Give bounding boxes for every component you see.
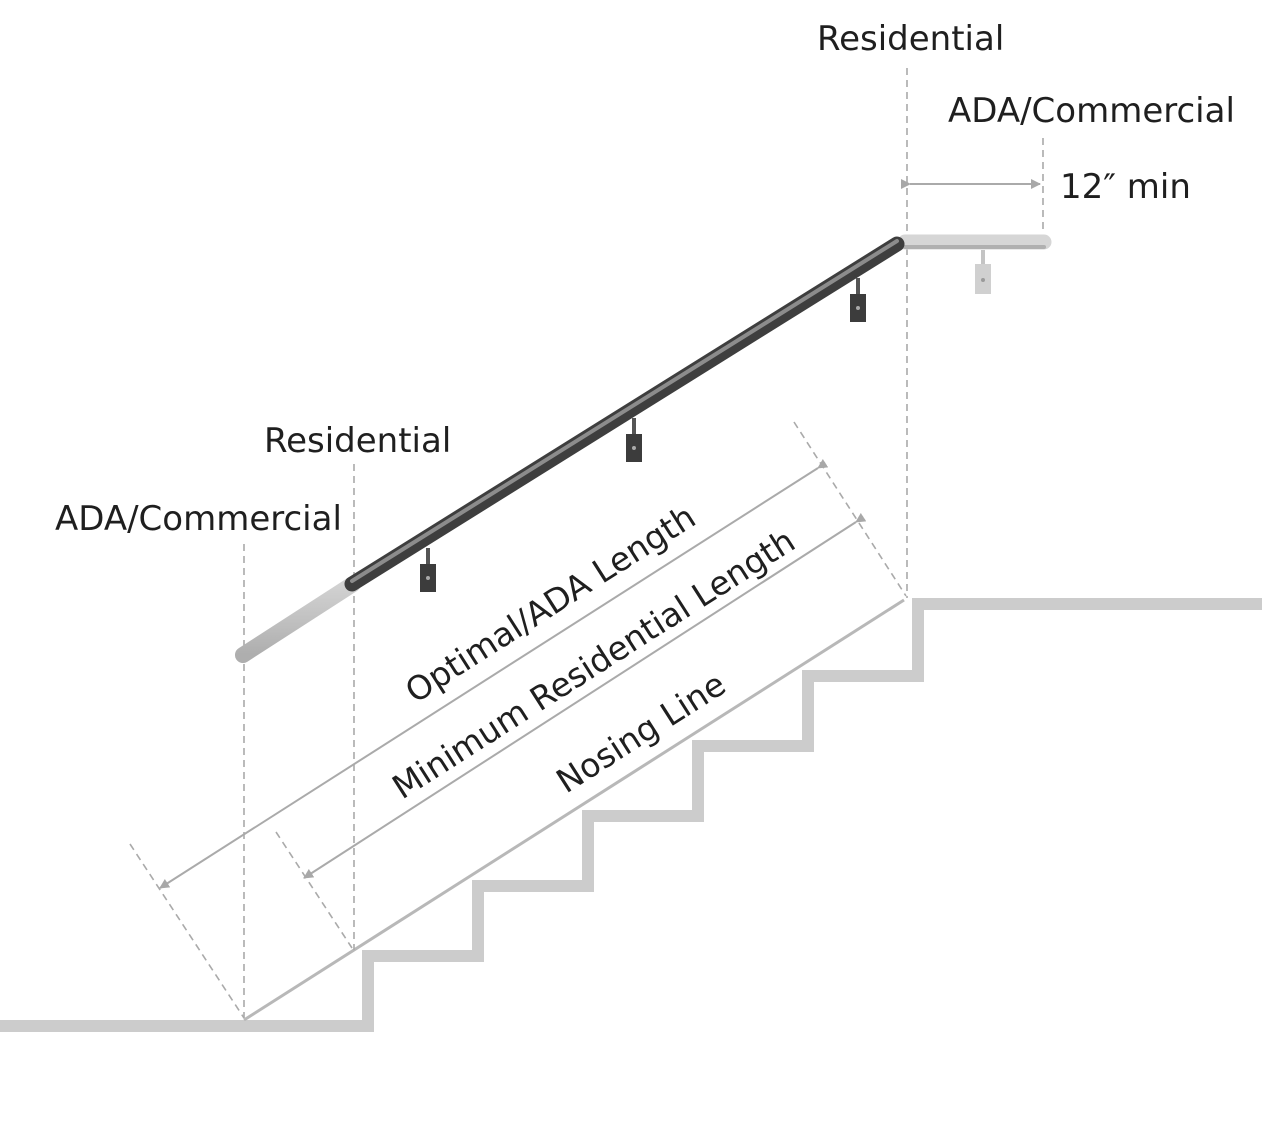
label-extension-min: 12″ min [1060, 167, 1191, 207]
label-left-ada-commercial: ADA/Commercial [55, 499, 342, 539]
bracket-3 [850, 278, 866, 322]
ext-line-top-right [793, 421, 907, 597]
main-handrail-highlight [350, 239, 899, 583]
dimension-arrows [159, 179, 1041, 889]
bracket-1 [420, 548, 436, 592]
ext-line-bottom-residential [275, 831, 353, 949]
rail-brackets [420, 250, 991, 592]
bracket-2 [626, 418, 642, 462]
rail-extension-bottom-outline [235, 576, 361, 663]
label-top-ada-commercial: ADA/Commercial [948, 91, 1235, 131]
label-top-residential: Residential [817, 19, 1004, 59]
bracket-4-light [975, 250, 991, 294]
ext-line-bottom-ada [129, 843, 245, 1019]
label-left-residential: Residential [264, 421, 451, 461]
minimum-residential-arrow [303, 512, 867, 879]
rail-extension-bottom [235, 576, 361, 663]
main-handrail [344, 236, 905, 592]
